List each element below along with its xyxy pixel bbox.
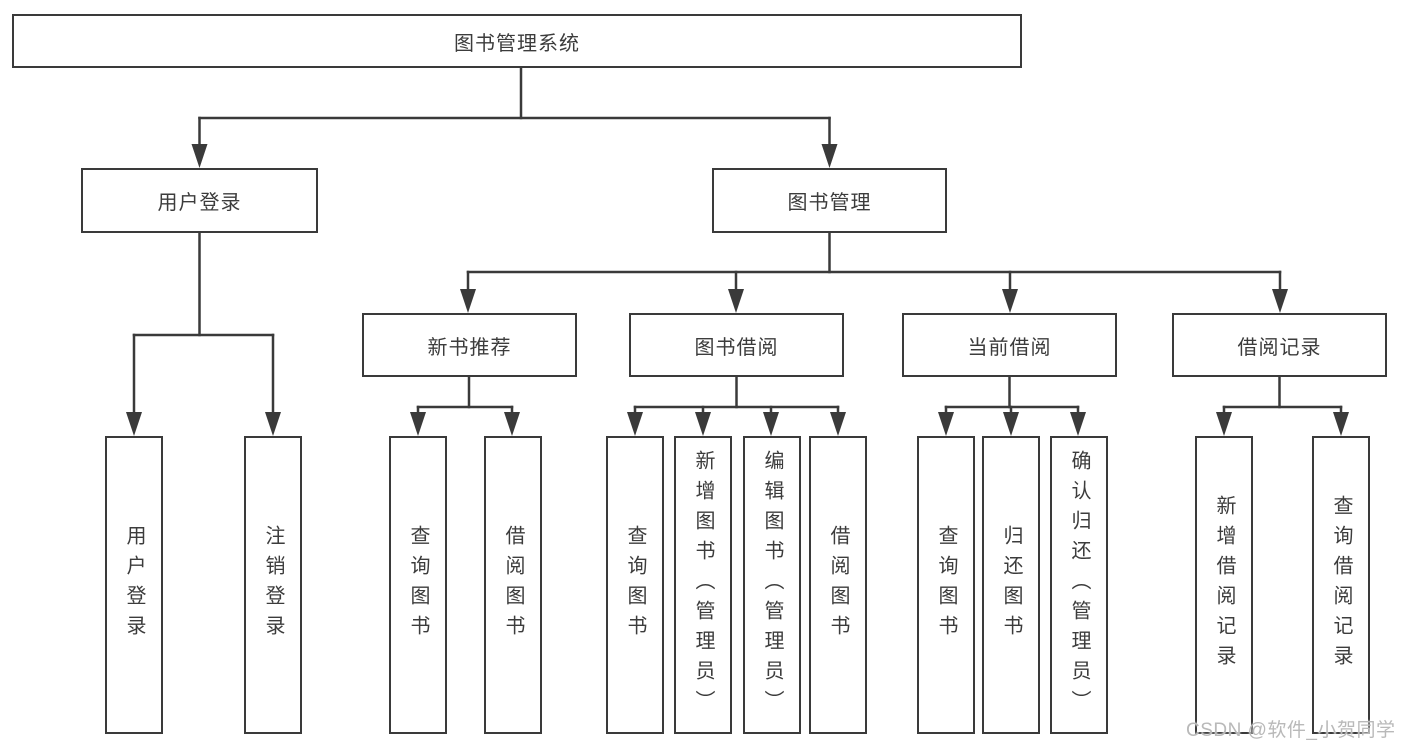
csdn-watermark: CSDN @软件_小贺同学 xyxy=(1186,720,1396,741)
node-label: 借阅图书 xyxy=(827,525,849,645)
node-current-borrow: 当前借阅 xyxy=(902,313,1117,377)
leaf-query-books-current: 查询图书 xyxy=(917,436,975,734)
leaf-borrow-books: 借阅图书 xyxy=(809,436,867,734)
node-book-management: 图书管理 xyxy=(712,168,947,233)
leaf-return-books: 归还图书 xyxy=(982,436,1040,734)
node-label: 当前借阅 xyxy=(967,336,1052,359)
node-new-book-recommend: 新书推荐 xyxy=(362,313,577,377)
leaf-logout: 注销登录 xyxy=(244,436,302,734)
node-label: 查询借阅记录 xyxy=(1330,495,1352,675)
leaf-query-borrow-record: 查询借阅记录 xyxy=(1312,436,1370,734)
leaf-user-login: 用户登录 xyxy=(105,436,163,734)
node-label: 新增图书（管理员） xyxy=(692,450,714,720)
leaf-edit-books-admin: 编辑图书（管理员） xyxy=(743,436,801,734)
arrowhead-icons xyxy=(126,144,1349,436)
node-label: 查询图书 xyxy=(935,525,957,645)
node-label: 借阅记录 xyxy=(1237,336,1322,359)
node-label: 查询图书 xyxy=(624,525,646,645)
node-label: 归还图书 xyxy=(1000,525,1022,645)
node-book-management-system: 图书管理系统 xyxy=(12,14,1022,68)
node-label: 借阅图书 xyxy=(502,525,524,645)
leaf-add-borrow-record: 新增借阅记录 xyxy=(1195,436,1253,734)
node-label: 用户登录 xyxy=(157,192,242,214)
node-label: 编辑图书（管理员） xyxy=(761,450,783,720)
node-label: 图书管理 xyxy=(787,192,872,214)
node-label: 新增借阅记录 xyxy=(1213,495,1235,675)
node-label: 查询图书 xyxy=(407,525,429,645)
leaf-add-books-admin: 新增图书（管理员） xyxy=(674,436,732,734)
leaf-query-books-recommend: 查询图书 xyxy=(389,436,447,734)
node-label: 图书借阅 xyxy=(694,336,779,359)
node-borrow-records: 借阅记录 xyxy=(1172,313,1387,377)
leaf-borrow-books-recommend: 借阅图书 xyxy=(484,436,542,734)
node-book-borrow: 图书借阅 xyxy=(629,313,844,377)
leaf-confirm-return-admin: 确认归还（管理员） xyxy=(1050,436,1108,734)
node-label: 注销登录 xyxy=(262,525,284,645)
node-user-login-branch: 用户登录 xyxy=(81,168,318,233)
node-label: 用户登录 xyxy=(123,525,145,645)
leaf-query-books-borrow: 查询图书 xyxy=(606,436,664,734)
node-label: 确认归还（管理员） xyxy=(1068,450,1090,720)
node-label: 新书推荐 xyxy=(427,336,512,359)
node-label: 图书管理系统 xyxy=(454,32,580,55)
